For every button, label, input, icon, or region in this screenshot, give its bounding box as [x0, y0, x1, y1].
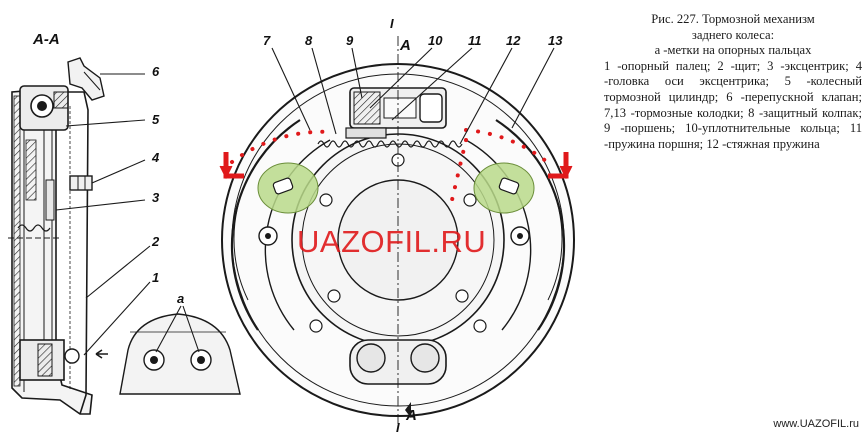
callout-2: 2 [151, 234, 160, 249]
watermark: UAZOFIL.RU [297, 224, 487, 259]
inset-label: a [177, 291, 184, 306]
callout-11: 11 [468, 33, 482, 48]
callout-8: 8 [305, 33, 313, 48]
section-mark-top: A [399, 37, 411, 54]
anchor-pin-inset: a [119, 291, 241, 395]
figure-caption: Рис. 227. Тормозной механизм заднего кол… [604, 12, 862, 152]
callout-1: 1 [152, 270, 159, 285]
section-label: A-A [32, 31, 60, 48]
footer-url[interactable]: www.UAZOFIL.ru [773, 418, 859, 430]
callout-10: 10 [428, 33, 443, 48]
callout-9: 9 [346, 33, 354, 48]
brake-front-view: A I A I 7 8 9 10 11 12 13 [219, 16, 575, 435]
callout-13: 13 [548, 33, 563, 48]
callout-7: 7 [263, 33, 271, 48]
callout-6: 6 [152, 64, 160, 79]
callout-4: 4 [151, 150, 160, 165]
callout-5: 5 [152, 112, 160, 127]
section-tick-bottom: I [396, 420, 400, 434]
caption-title: Рис. 227. Тормозной механизм [651, 12, 815, 26]
caption-subtitle: заднего колеса: [691, 27, 775, 42]
section-tick-top: I [390, 16, 394, 31]
callout-3: 3 [152, 190, 160, 205]
caption-legend: 1 -опорный палец; 2 -щит; 3 -эксцентрик;… [604, 58, 862, 151]
caption-marks-note: а -метки на опорных пальцах [654, 43, 812, 58]
section-view: A-A [8, 31, 160, 415]
callout-12: 12 [506, 33, 521, 48]
